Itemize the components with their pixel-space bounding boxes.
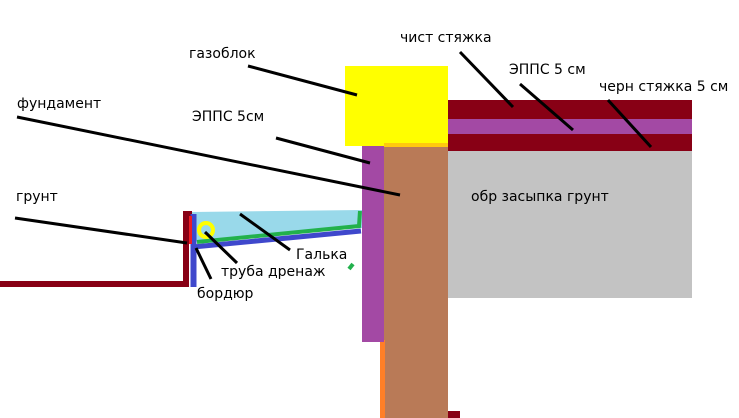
epps-wall-insulation <box>362 146 384 342</box>
label-epps-5sm: ЭППС 5см <box>192 109 264 125</box>
leader-truba-drenazh <box>203 230 239 265</box>
rough-screed-layer <box>448 134 692 151</box>
curb-left-accent <box>189 216 192 244</box>
label-chist-styazhka: чист стяжка <box>400 30 492 46</box>
gas-block <box>345 66 448 146</box>
label-galka: Галька <box>296 247 347 263</box>
leader-fundament <box>16 115 401 197</box>
green-mark <box>347 262 355 271</box>
label-grunt: грунт <box>16 189 58 205</box>
label-fundament: фундамент <box>17 96 101 112</box>
leader-chern-styazhka <box>606 98 653 149</box>
leader-galka <box>239 212 291 252</box>
label-truba-drenazh: труба дренаж <box>221 264 326 280</box>
foundation-edge <box>380 340 385 418</box>
clean-screed-layer <box>448 100 692 119</box>
ground-line <box>0 211 192 287</box>
leader-epps-5sm <box>275 136 371 165</box>
label-bordyur: бордюр <box>197 286 254 302</box>
gravel-fill <box>192 210 362 242</box>
label-epps-5-sm: ЭППС 5 см <box>509 62 586 78</box>
leader-epps-5-sm <box>519 82 574 132</box>
geotextile-membrane <box>196 210 362 244</box>
label-chern-styazhka: черн стяжка 5 см <box>599 79 728 95</box>
label-obr-zasypka: обр засыпка грунт <box>471 189 609 205</box>
drain-pipe-icon <box>197 221 215 239</box>
gas-block-edge <box>384 143 448 147</box>
label-gazoblok: газоблок <box>189 46 256 62</box>
backfill-soil <box>448 151 692 298</box>
foundation-base-edge <box>448 411 460 418</box>
leader-lines <box>14 50 653 280</box>
leader-grunt <box>14 216 188 245</box>
leader-bordyur <box>194 247 213 280</box>
leader-gazoblok <box>247 64 358 97</box>
leader-chist-styazhka <box>458 50 515 109</box>
foundation-wall <box>384 146 448 418</box>
